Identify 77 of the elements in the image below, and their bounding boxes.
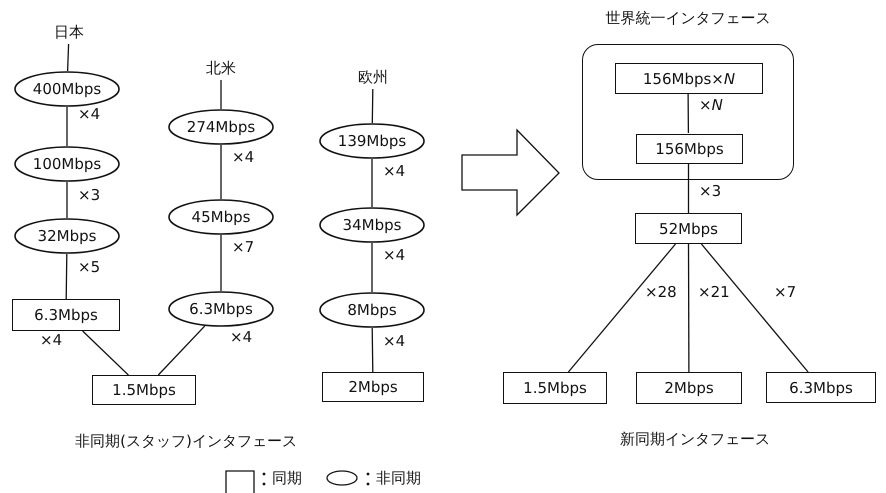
legend-text: 同期 [272, 469, 302, 488]
edge-label: ×N [699, 96, 723, 114]
connector-line [82, 330, 129, 376]
rate-box [615, 63, 763, 94]
edge-label: ×4 [232, 148, 254, 166]
connector-line [371, 243, 373, 292]
rate-text: 2Mbps [348, 378, 398, 396]
edge-label: ×3 [699, 182, 722, 200]
rate-box [503, 372, 607, 404]
edge-label: ×4 [383, 162, 406, 180]
rate-text: 100Mbps [32, 155, 102, 173]
rate-text: 32Mbps [38, 227, 96, 245]
edge-label: ×5 [78, 258, 100, 276]
edge-label: ×7 [232, 238, 254, 256]
edge-label: ×3 [78, 186, 100, 204]
ellipse-node [14, 71, 120, 107]
edge-label: ×28 [645, 283, 677, 301]
edge-label: ×21 [698, 283, 730, 301]
connector-line [687, 93, 690, 133]
connector-line [66, 44, 70, 72]
rate-text: 400Mbps [32, 80, 102, 98]
edge-label: ×4 [383, 332, 406, 350]
connector-line [220, 145, 222, 199]
ellipse-node [319, 207, 425, 243]
rate-text: 1.5Mbps [523, 379, 587, 397]
frame-heading: 世界統一インタフェース [604, 9, 772, 28]
edge-label: ×4 [230, 328, 252, 346]
caption: 新同期インタフェース [620, 430, 770, 449]
connector-line [371, 159, 373, 207]
rate-box [92, 375, 196, 405]
region-name: 北米 [206, 58, 236, 78]
connector-line [700, 244, 809, 372]
connector-line [688, 163, 690, 213]
connector-line [568, 244, 676, 372]
edge-label: ×4 [78, 105, 100, 123]
connector-line [220, 235, 222, 291]
connector-line [66, 254, 68, 299]
connector-line [66, 107, 68, 146]
rate-text: 1.5Mbps [112, 381, 176, 399]
rate-box [636, 134, 743, 164]
rate-text: 156Mbps×N [642, 70, 736, 88]
rate-text: 6.3Mbps [789, 378, 853, 396]
rate-box [635, 213, 742, 244]
rate-text: 6.3Mbps [34, 306, 98, 324]
ellipse-node [168, 291, 274, 327]
rate-text: 274Mbps [186, 118, 256, 136]
connector-line [158, 326, 206, 376]
connector-line [688, 244, 690, 372]
legend-text: 非同期 [376, 469, 421, 488]
rate-text: 34Mbps [342, 216, 402, 234]
ellipse-node [168, 109, 274, 145]
region-name: 日本 [54, 22, 84, 42]
rate-box [766, 372, 876, 403]
rate-text: 2Mbps [664, 379, 714, 397]
connector-line [372, 328, 374, 372]
rate-text: 52Mbps [659, 220, 718, 238]
ellipse-node [168, 199, 274, 235]
rate-text: 156Mbps [655, 140, 724, 158]
rate-text: 8Mbps [347, 301, 397, 319]
connector-line [372, 89, 374, 123]
ellipse-node [319, 123, 425, 159]
rate-box [636, 372, 742, 404]
connector-line [220, 80, 222, 109]
rate-text: 139Mbps [338, 132, 406, 150]
rate-text: 6.3Mbps [189, 300, 253, 318]
edge-label: ×4 [40, 331, 62, 349]
ellipse-node [14, 146, 120, 182]
rate-text: 45Mbps [192, 208, 250, 226]
connector-line [66, 182, 68, 218]
caption: 非同期(スタッフ)インタフェース [75, 432, 297, 451]
ellipse-node [319, 292, 425, 328]
edge-label: ×4 [383, 246, 406, 264]
rate-box [322, 372, 424, 402]
region-name: 欧州 [358, 68, 388, 86]
rate-box [12, 299, 120, 331]
ellipse-node [14, 218, 120, 254]
edge-label: ×7 [774, 283, 796, 301]
